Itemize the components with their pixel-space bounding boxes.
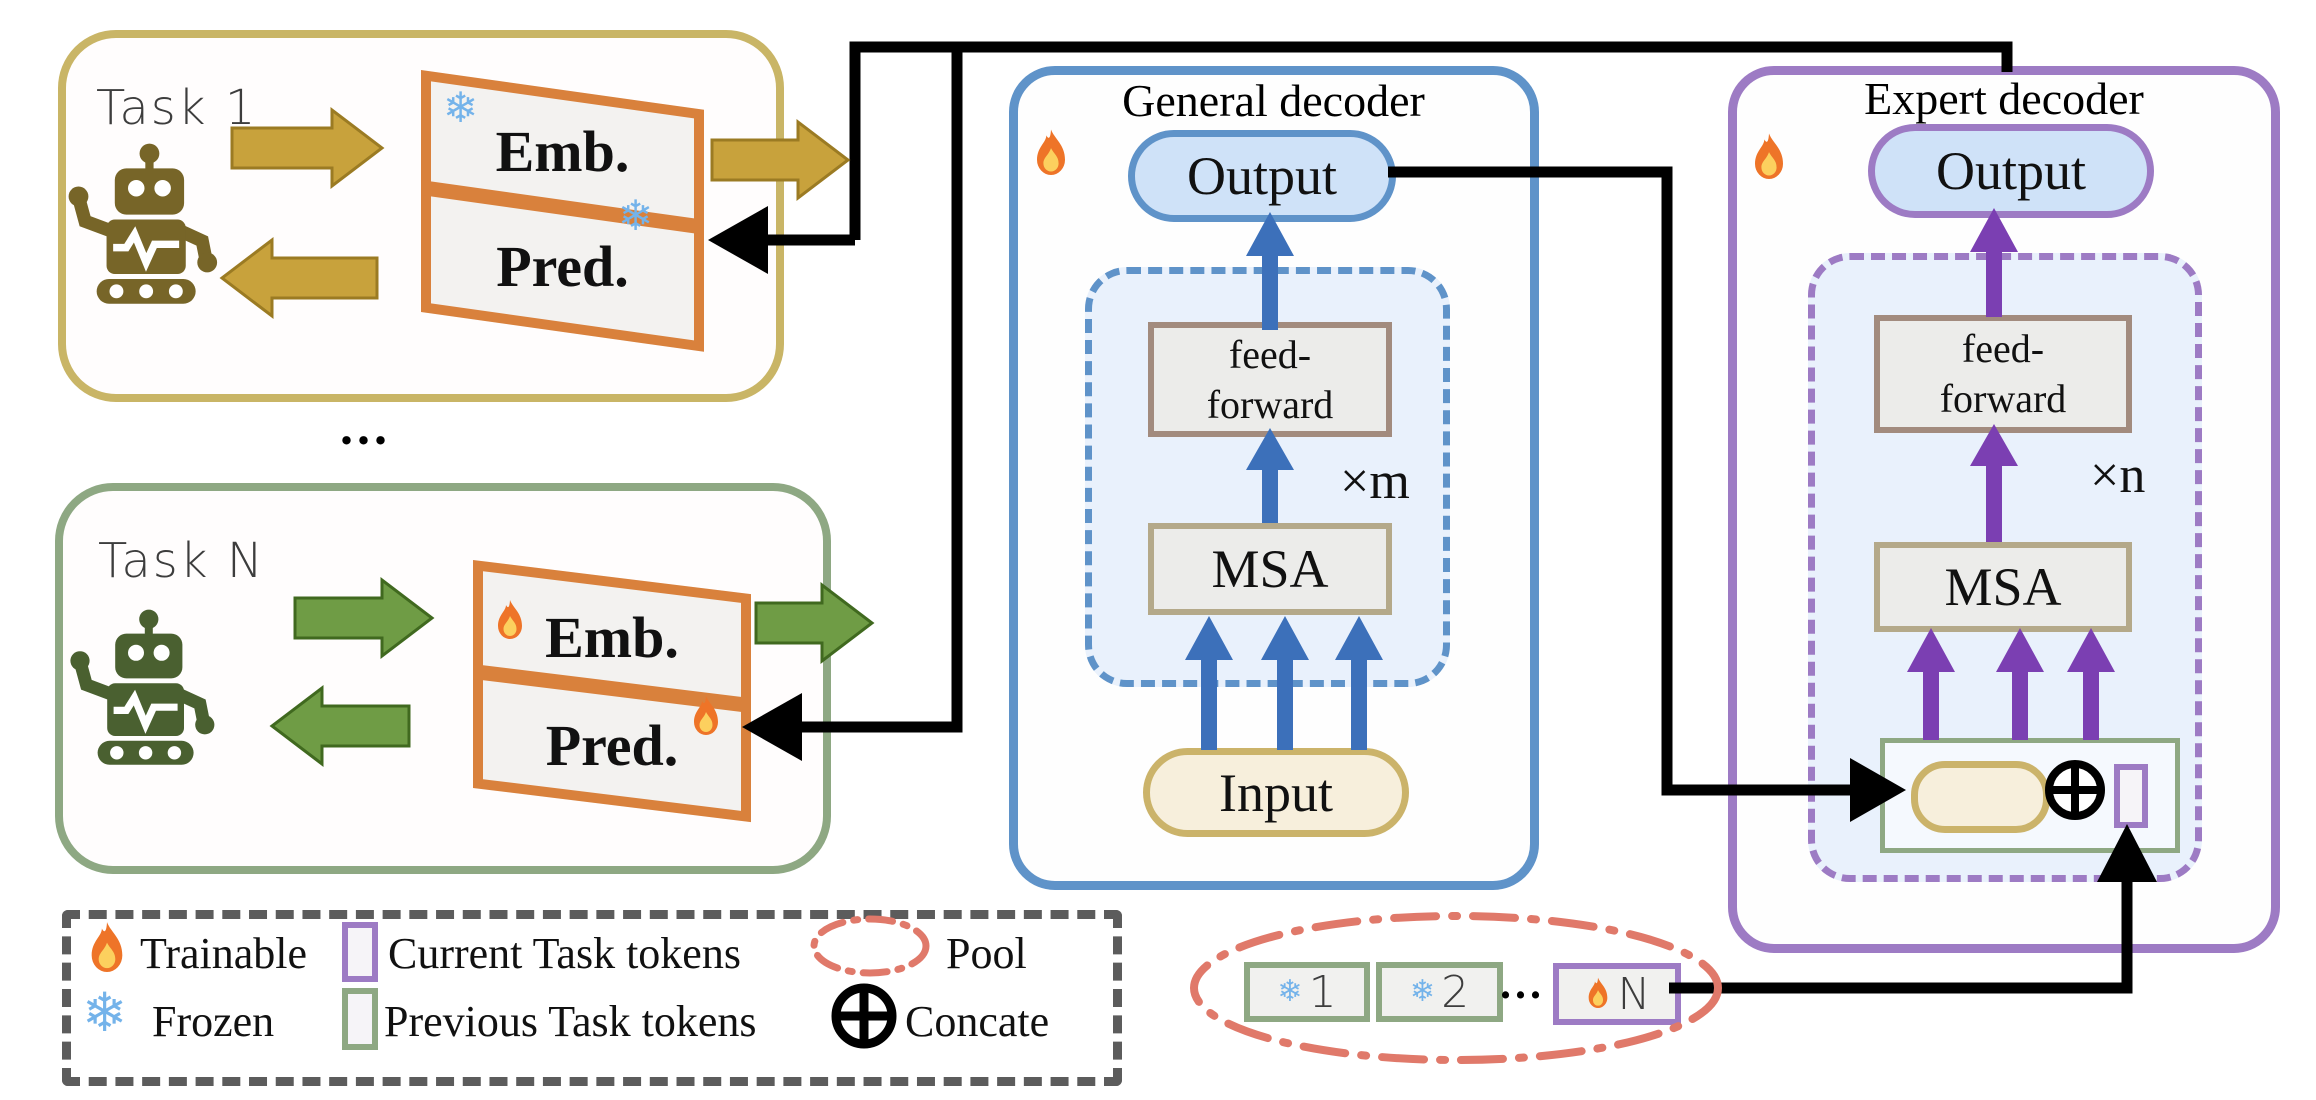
- legend-pool-label: Pool: [946, 929, 1027, 978]
- expert-current-task-token: [2114, 764, 2148, 828]
- pool-token-1: ❄ 1: [1244, 962, 1370, 1022]
- legend-previous-token-swatch: [342, 988, 378, 1050]
- task1-label: Task 1: [96, 80, 258, 136]
- snowflake-icon-token2: ❄: [1409, 975, 1436, 1008]
- task1-pred-label: Pred.: [496, 234, 629, 300]
- token1-number: 1: [1308, 966, 1337, 1018]
- flame-icon-tokenN: [1584, 976, 1612, 1012]
- general-decoder-title: General decoder: [1122, 75, 1425, 126]
- legend-box: [62, 910, 1122, 1086]
- expert-decoder-title: Expert decoder: [1864, 73, 2144, 124]
- snowflake-icon-legend: ❄: [82, 983, 128, 1043]
- general-input-pill: Input: [1143, 748, 1409, 837]
- legend-frozen-label: Frozen: [152, 997, 275, 1046]
- legend-concat-label: Concate: [905, 997, 1050, 1046]
- legend-current-token-swatch: [342, 922, 378, 982]
- expert-output-pill: Output: [1868, 124, 2154, 218]
- general-repeat-label: ×m: [1340, 453, 1410, 510]
- expert-feed-forward-block: feed- forward: [1874, 315, 2132, 433]
- ff-line2: forward: [1939, 376, 2067, 421]
- taskN-label: Task N: [98, 533, 265, 589]
- pool-token-2: ❄ 2: [1376, 962, 1503, 1022]
- trapezoid-divider: [421, 179, 704, 235]
- snowflake-icon-token1: ❄: [1277, 975, 1303, 1008]
- expert-input-feature-pill: [1911, 761, 2050, 833]
- ff-line1: feed-: [1228, 331, 1312, 377]
- ff-line2: forward: [1206, 381, 1334, 427]
- pool-token-N: N: [1553, 963, 1681, 1025]
- flame-icon-expert: [1748, 132, 1790, 184]
- expert-msa-block: MSA: [1874, 542, 2132, 632]
- flame-icon-general: [1030, 128, 1072, 180]
- expert-repeat-label: ×n: [2090, 447, 2146, 504]
- token2-number: 2: [1441, 966, 1470, 1018]
- flame-icon-taskN-emb: [492, 598, 528, 644]
- robot-icon-task1: [62, 142, 227, 307]
- robot-icon-taskN: [64, 608, 224, 768]
- tasks-ellipsis: ...: [340, 399, 391, 456]
- snowflake-icon-task1-emb: ❄: [443, 86, 479, 132]
- tokenN-number: N: [1617, 968, 1651, 1020]
- general-feed-forward-block: feed- forward: [1148, 322, 1392, 437]
- snowflake-icon-task1-pred: ❄: [618, 194, 654, 240]
- flame-icon-taskN-pred: [688, 694, 724, 740]
- legend-current-tokens-label: Current Task tokens: [388, 929, 741, 978]
- ff-line1: feed-: [1961, 326, 2045, 371]
- general-msa-block: MSA: [1148, 523, 1392, 615]
- general-output-pill: Output: [1128, 130, 1396, 222]
- pool-ellipsis: ...: [1500, 959, 1545, 1008]
- flame-icon-legend: [84, 920, 130, 978]
- legend-previous-tokens-label: Previous Task tokens: [384, 997, 757, 1046]
- legend-trainable-label: Trainable: [140, 929, 308, 978]
